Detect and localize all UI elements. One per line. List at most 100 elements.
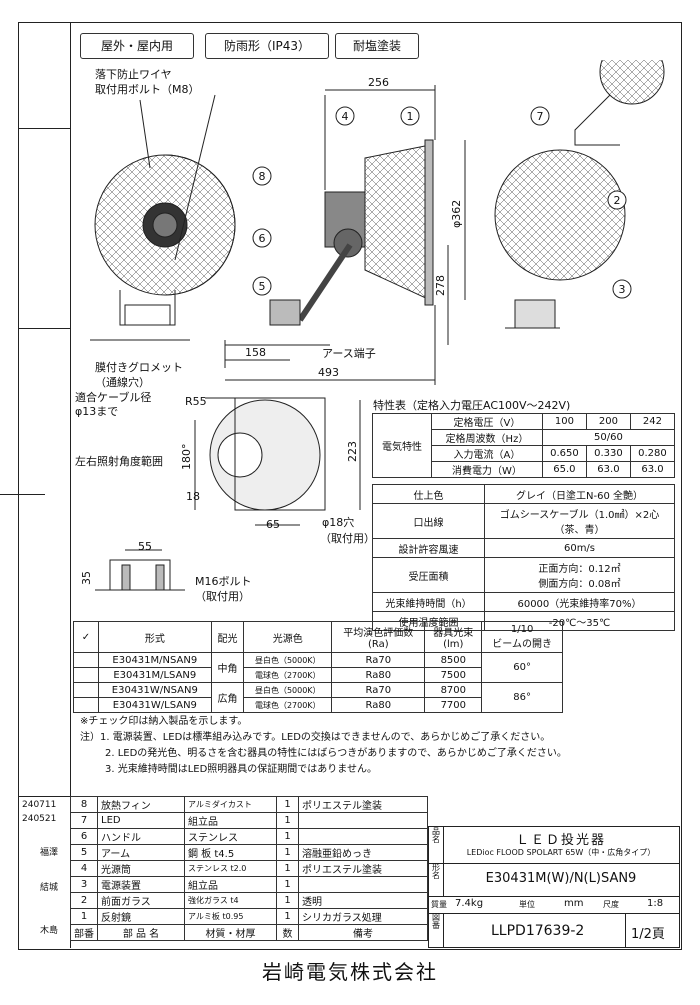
parts-header-note: 備考 [298, 924, 428, 941]
model-row: E30431M/NSAN9 中角 昼白色（5000K） Ra70 8500 60… [73, 652, 563, 683]
finish-value-2: 側面方向：0.08㎡ [538, 579, 621, 590]
part-name: LED [97, 812, 185, 829]
part-material: ステンレス t2.0 [184, 860, 277, 877]
callout-2: 2 [614, 194, 621, 207]
part-note [298, 828, 428, 845]
finish-label: 口出線 [372, 503, 485, 539]
part-qty: 1 [276, 876, 299, 893]
spec-table: 電気特性 定格電圧（V） 100 200 242 定格周波数（Hz） 50/60… [372, 413, 676, 478]
stamp-date-1: 240711 [22, 800, 57, 810]
finish-value: 60000（光束維持率70%） [484, 592, 675, 612]
note-line: 2. LEDの発光色、明るさを含む器具の特性にはばらつきがありますので、あらかじ… [105, 748, 567, 759]
beam-header: 1/10 [510, 624, 534, 635]
model-row: E30431M/LSAN9 電球色（2700K） Ra80 7500 [73, 667, 563, 683]
check-header: ✓ [73, 621, 99, 653]
model-number: E30431M(W)/N(L)SAN9 [485, 871, 637, 886]
part-qty: 1 [276, 892, 299, 909]
spec-label: 定格電圧（V） [431, 413, 543, 430]
page-number: 1/2頁 [631, 927, 665, 942]
spec-row: 定格周波数（Hz） 50/60 [373, 429, 676, 446]
model-ra: Ra80 [331, 667, 426, 683]
part-note [298, 876, 428, 893]
spec-row: 電気特性 定格電圧（V） 100 200 242 [372, 413, 676, 478]
bolt-label: 取付用ボルト（M8） [95, 83, 200, 96]
dist-header: 配光 [210, 621, 245, 653]
m16-bolt-label: M16ボルト [195, 575, 252, 588]
model-lm: 7700 [424, 697, 483, 713]
margin-box-2 [18, 128, 70, 329]
model-dist: 広角 [210, 682, 245, 713]
cable-label-2: φ13まで [75, 405, 118, 418]
callout-8: 8 [259, 170, 266, 183]
drawing-frame [18, 22, 682, 950]
part-name: 放熱フィン [97, 796, 185, 813]
part-note: シリカガラス処理 [298, 908, 428, 925]
spec-value: 100 [541, 413, 587, 430]
tag-outdoor-indoor: 屋外・屋内用 [80, 33, 194, 59]
dim-158: 158 [245, 346, 266, 359]
finish-value: 60m/s [484, 538, 675, 558]
part-material: アルミ板 t0.95 [184, 908, 277, 925]
spec-value: 242 [629, 413, 676, 430]
model-label: 形名 [431, 863, 441, 879]
model-ra: Ra80 [331, 697, 426, 713]
spec-value: 63.0 [585, 461, 631, 478]
model-header: 形式 [98, 621, 212, 653]
parts-header-material: 材質・材厚 [184, 924, 277, 941]
model-name: E30431W/NSAN9 [98, 682, 212, 698]
parts-header-no: 部番 [70, 924, 98, 941]
part-material: ステンレス [184, 828, 277, 845]
model-label-cell: 形名 [429, 863, 444, 896]
part-name: アーム [97, 844, 185, 861]
model-color: 電球色（2700K） [243, 697, 333, 713]
part-note: ポリエステル塗装 [298, 796, 428, 813]
spec-value: 63.0 [629, 461, 676, 478]
spec-value: 0.280 [629, 445, 676, 462]
part-note [298, 812, 428, 829]
model-ra: Ra70 [331, 652, 426, 668]
spec-label: 入力電流（A） [431, 445, 543, 462]
part-no: 7 [70, 812, 98, 829]
spec-value: 0.650 [541, 445, 587, 462]
color-header: 光源色 [243, 621, 333, 653]
part-name: ハンドル [97, 828, 185, 845]
part-no: 4 [70, 860, 98, 877]
finish-value-2: （茶、青） [554, 525, 605, 536]
model-beam: 60° [481, 652, 563, 683]
stamp-name-1: 福澤 [40, 848, 59, 858]
hole-label-2: （取付用） [320, 532, 375, 545]
part-name: 光源筒 [97, 860, 185, 877]
model-name: E30431M/NSAN9 [98, 652, 212, 668]
part-material: 鋼 板 t4.5 [184, 844, 277, 861]
model-beam: 86° [481, 682, 563, 713]
finish-label: 仕上色 [372, 484, 485, 504]
grommet-label-2: （通線穴） [95, 375, 150, 389]
dim-55: 55 [138, 540, 152, 553]
model-check [73, 652, 99, 668]
part-qty: 1 [276, 908, 299, 925]
model-color: 昼白色（5000K） [243, 682, 333, 698]
part-qty: 1 [276, 844, 299, 861]
dim-223: 223 [346, 441, 359, 462]
model-lm: 8700 [424, 682, 483, 698]
callout-3: 3 [619, 283, 626, 296]
scale-label: 尺度 [603, 900, 619, 909]
drawing-label-cell: 図番 [429, 913, 444, 947]
part-qty: 1 [276, 860, 299, 877]
lm-header: 器具光束 [433, 628, 474, 639]
product-subtitle: LEDioc FLOOD SPOLART 65W（中・広角タイプ） [466, 848, 656, 857]
parts-header-row: 部番部 品 名材質・材厚数備考 [70, 924, 428, 941]
margin-tick [0, 494, 45, 495]
callout-1: 1 [407, 110, 414, 123]
part-name: 電源装置 [97, 876, 185, 893]
callout-5: 5 [259, 280, 266, 293]
spec-title: 特性表（定格入力電圧AC100V～242V) [373, 399, 571, 412]
tag-rainproof: 防雨形（IP43） [205, 33, 329, 59]
model-row: E30431W/NSAN9 広角 昼白色（5000K） Ra70 8700 86… [73, 682, 563, 713]
